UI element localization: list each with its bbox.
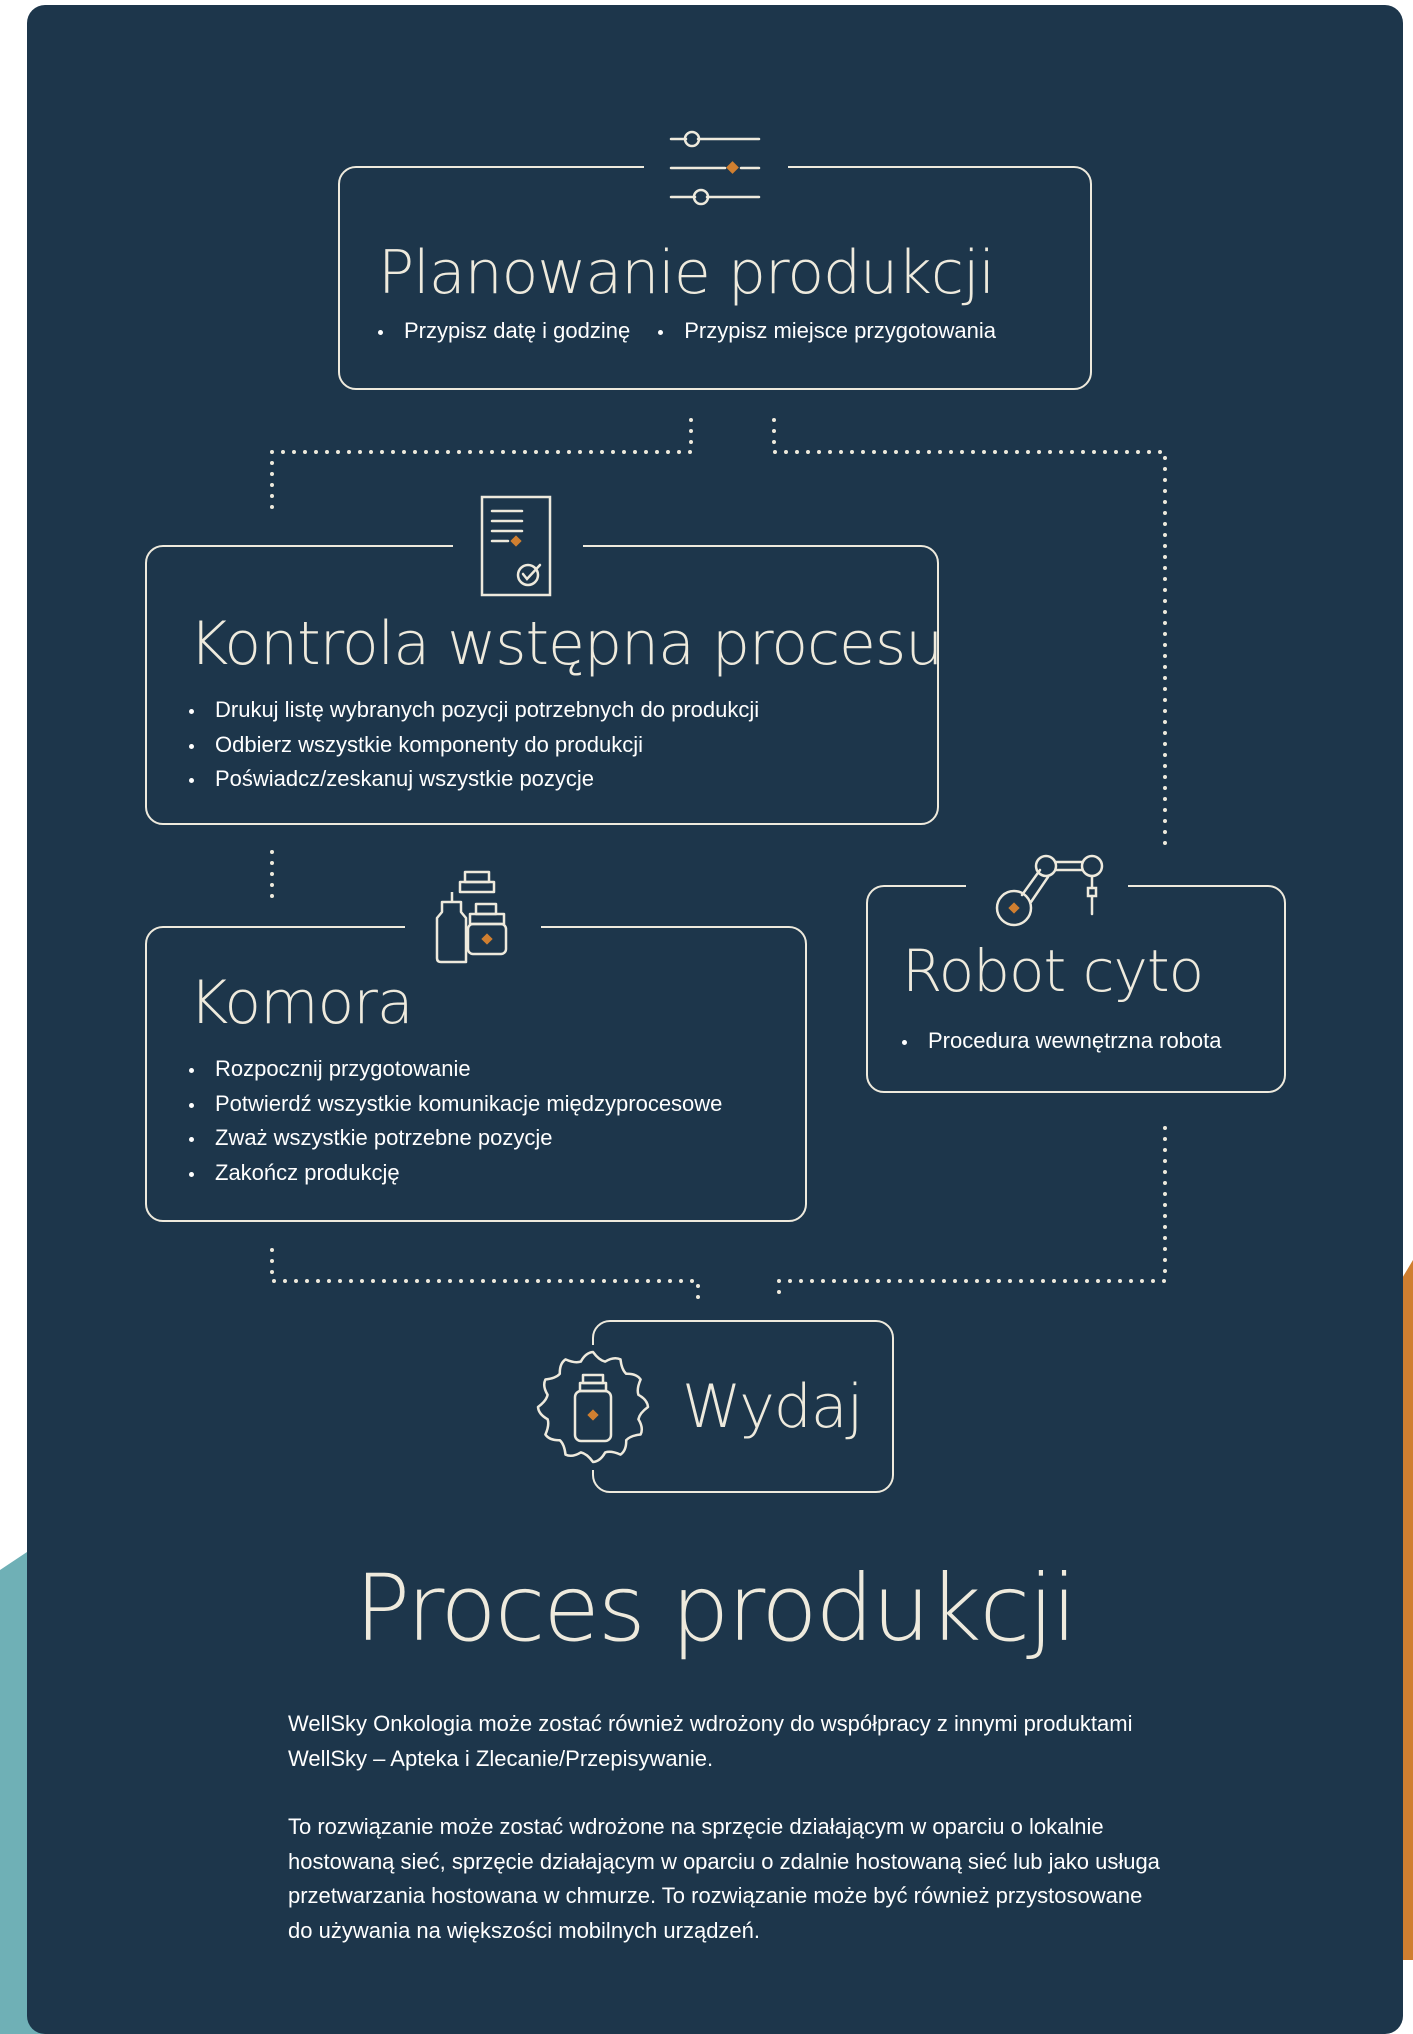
precheck-list: Drukuj listę wybranych pozycji potrzebny… xyxy=(187,693,759,797)
robot-list: Procedura wewnętrzna robota xyxy=(900,1024,1222,1059)
robot-box: Robot cyto Procedura wewnętrzna robota xyxy=(866,883,1286,1093)
list-item: Zakończ produkcję xyxy=(187,1156,722,1191)
connector-robot-to-dispense xyxy=(777,1126,1167,1300)
dispense-icon-backdrop xyxy=(528,1345,658,1470)
dispense-title: Wydaj xyxy=(682,1372,863,1442)
planning-list: Przypisz datę i godzinę Przypisz miejsce… xyxy=(376,314,996,349)
list-item: Potwierdź wszystkie komunikacje międzypr… xyxy=(187,1087,722,1122)
planning-box: Planowanie produkcji Przypisz datę i god… xyxy=(338,164,1092,390)
robot-title: Robot cyto xyxy=(902,937,1204,1005)
planning-title: Planowanie produkcji xyxy=(378,238,995,308)
robot-arm-icon xyxy=(995,854,1104,927)
badge-outline xyxy=(536,1350,650,1464)
list-item: Zważ wszystkie potrzebne pozycje xyxy=(187,1121,722,1156)
list-item: Przypisz datę i godzinę xyxy=(376,314,630,349)
chamber-box: Komora Rozpocznij przygotowanie Potwierd… xyxy=(145,924,807,1222)
medicine-bottle-badge-icon xyxy=(536,1350,650,1464)
checklist-icon xyxy=(480,495,552,597)
deployment-paragraph: To rozwiązanie może zostać wdrożone na s… xyxy=(288,1814,1160,1943)
precheck-box: Kontrola wstępna procesu Drukuj listę wy… xyxy=(145,543,943,825)
chamber-list: Rozpocznij przygotowanie Potwierdź wszys… xyxy=(187,1052,722,1190)
list-item: Procedura wewnętrzna robota xyxy=(900,1024,1222,1059)
main-panel xyxy=(27,5,1403,2034)
sliders-icon xyxy=(669,130,761,206)
connector-planning-to-precheck xyxy=(270,418,693,514)
list-item: Odbierz wszystkie komponenty do produkcj… xyxy=(187,728,759,763)
vials-icon xyxy=(435,870,508,964)
main-title: Proces produkcji xyxy=(354,1555,1078,1662)
precheck-title: Kontrola wstępna procesu xyxy=(189,609,943,679)
chamber-title: Komora xyxy=(189,968,414,1038)
list-item: Rozpocznij przygotowanie xyxy=(187,1052,722,1087)
connector-chamber-to-dispense xyxy=(270,1248,700,1300)
list-item: Drukuj listę wybranych pozycji potrzebny… xyxy=(187,693,759,728)
intro-paragraph: WellSky Onkologia może zostać również wd… xyxy=(288,1711,1133,1771)
list-item: Poświadcz/zeskanuj wszystkie pozycje xyxy=(187,762,759,797)
list-item: Przypisz miejsce przygotowania xyxy=(656,314,996,349)
